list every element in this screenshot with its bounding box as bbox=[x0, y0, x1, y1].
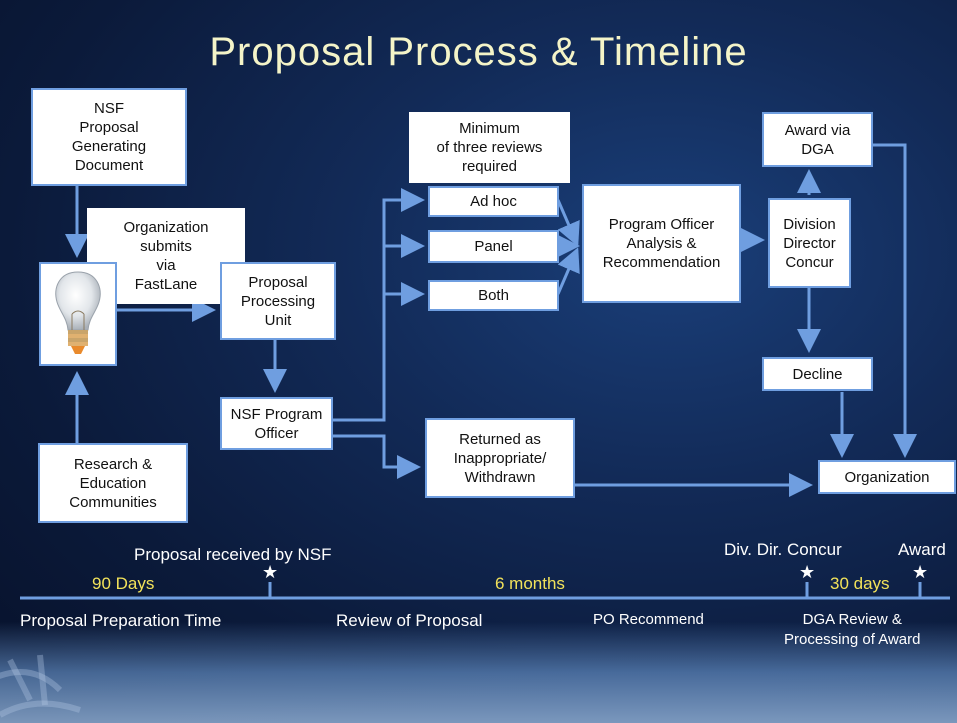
minimum-reviews-label: Minimum of three reviews required bbox=[409, 112, 570, 183]
timeline-dga-review: DGA Review & Processing of Award bbox=[784, 611, 921, 648]
timeline-award: Award bbox=[898, 540, 946, 559]
decorative-corner-graphic bbox=[0, 654, 81, 718]
star-icon: ★ bbox=[912, 562, 929, 582]
division-director-concur-box: Division Director Concur bbox=[768, 198, 851, 288]
research-education-communities-box: Research & Education Communities bbox=[38, 443, 188, 523]
decline-box: Decline bbox=[762, 357, 873, 391]
organization-box: Organization bbox=[818, 460, 956, 494]
nsf-program-officer-box: NSF Program Officer bbox=[220, 397, 333, 450]
timeline-preparation-time: Proposal Preparation Time bbox=[20, 611, 222, 630]
program-officer-analysis-box: Program Officer Analysis & Recommendatio… bbox=[582, 184, 741, 303]
nsf-proposal-generating-document-box: NSF Proposal Generating Document bbox=[31, 88, 187, 186]
award-via-dga-box: Award via DGA bbox=[762, 112, 873, 167]
organization-submits-label: Organization submits via FastLane bbox=[87, 208, 245, 304]
star-icon: ★ bbox=[799, 562, 816, 582]
timeline-30-days: 30 days bbox=[830, 574, 890, 593]
timeline-proposal-received: Proposal received by NSF bbox=[134, 545, 332, 564]
returned-inappropriate-box: Returned as Inappropriate/ Withdrawn bbox=[425, 418, 575, 498]
timeline-90-days: 90 Days bbox=[92, 574, 155, 593]
both-box: Both bbox=[428, 280, 559, 311]
timeline-po-recommend: PO Recommend bbox=[593, 611, 704, 628]
timeline-div-dir-concur: Div. Dir. Concur bbox=[724, 540, 842, 559]
proposal-processing-unit-box: Proposal Processing Unit bbox=[220, 262, 336, 340]
page-title: Proposal Process & Timeline bbox=[209, 30, 748, 74]
panel-box: Panel bbox=[428, 230, 559, 263]
timeline-review-of-proposal: Review of Proposal bbox=[336, 611, 483, 630]
star-icon: ★ bbox=[262, 562, 279, 582]
timeline-6-months: 6 months bbox=[495, 574, 565, 593]
light-bulb-icon bbox=[39, 262, 117, 366]
ad-hoc-box: Ad hoc bbox=[428, 186, 559, 217]
